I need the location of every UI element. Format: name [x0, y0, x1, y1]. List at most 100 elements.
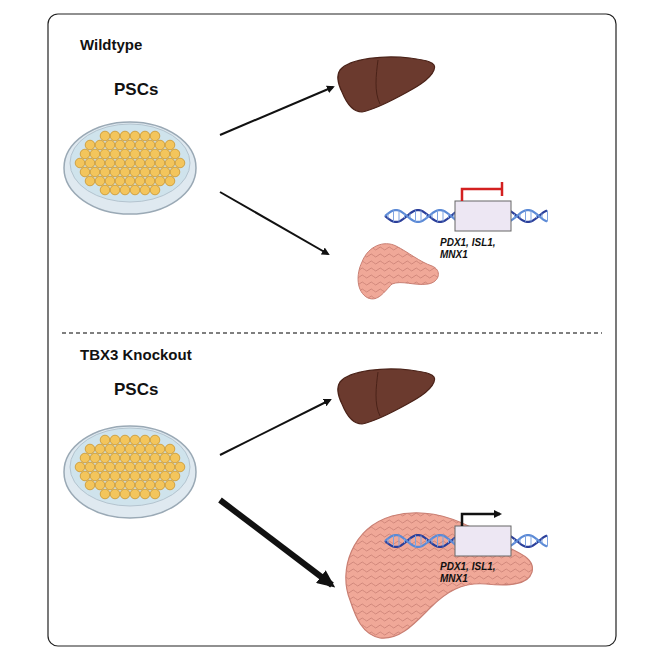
cell — [160, 167, 170, 177]
cell — [165, 462, 175, 472]
cell — [170, 149, 180, 159]
cell — [80, 149, 90, 159]
activation-arrow — [462, 514, 500, 526]
cell — [95, 462, 105, 472]
cell — [100, 131, 110, 141]
cell — [130, 149, 140, 159]
base-pair — [531, 536, 532, 547]
cell — [105, 158, 115, 168]
base-pair — [437, 535, 438, 546]
base-pair — [388, 214, 389, 219]
cell — [105, 140, 115, 150]
cell — [95, 176, 105, 186]
panel-title: TBX3 Knockout — [80, 346, 192, 363]
base-pair — [432, 538, 433, 543]
cell — [165, 480, 175, 490]
base-pair — [547, 210, 548, 221]
cell — [105, 176, 115, 186]
base-pair — [525, 535, 526, 546]
cell — [115, 480, 125, 490]
cell — [105, 444, 115, 454]
cell — [170, 167, 180, 177]
base-pair — [393, 535, 394, 546]
base-pair — [547, 535, 548, 546]
cell — [110, 453, 120, 463]
cell — [175, 462, 185, 472]
petri-dish — [64, 426, 196, 518]
cell — [170, 453, 180, 463]
cell — [100, 435, 110, 445]
base-pair — [415, 210, 416, 221]
base-pair — [448, 539, 449, 543]
pancreas — [358, 244, 438, 299]
liver — [338, 57, 435, 112]
cell — [130, 435, 140, 445]
cell — [125, 462, 135, 472]
cell — [145, 444, 155, 454]
cell — [145, 158, 155, 168]
cell — [140, 185, 150, 195]
cell — [115, 176, 125, 186]
base-pair — [443, 536, 444, 547]
cell — [140, 489, 150, 499]
cell — [135, 158, 145, 168]
arrow — [220, 400, 330, 455]
cell — [90, 167, 100, 177]
base-pair — [514, 214, 515, 218]
cell — [95, 480, 105, 490]
cell — [125, 158, 135, 168]
cell — [125, 176, 135, 186]
cell — [110, 435, 120, 445]
base-pair — [531, 211, 532, 222]
cell — [115, 462, 125, 472]
cell — [140, 131, 150, 141]
cell — [120, 167, 130, 177]
cell — [175, 158, 185, 168]
cell — [155, 158, 165, 168]
base-pair — [520, 213, 521, 218]
cell — [85, 176, 95, 186]
cell — [155, 444, 165, 454]
cell — [110, 131, 120, 141]
panel-title: Wildtype — [80, 36, 142, 53]
cell — [155, 462, 165, 472]
base-pair — [426, 214, 427, 218]
base-pair — [443, 211, 444, 222]
gene-box — [455, 526, 511, 556]
base-pair — [399, 536, 400, 547]
cell — [130, 185, 140, 195]
cell — [160, 471, 170, 481]
gene-box — [455, 201, 511, 231]
cell — [130, 167, 140, 177]
cell — [120, 131, 130, 141]
arrow — [220, 192, 328, 254]
cell — [85, 462, 95, 472]
cell — [135, 480, 145, 490]
base-pair — [454, 538, 455, 543]
base-pair — [415, 535, 416, 546]
cell — [120, 453, 130, 463]
cell — [100, 453, 110, 463]
base-pair — [388, 539, 389, 544]
cell — [100, 489, 110, 499]
base-pair — [421, 211, 422, 222]
cell — [95, 140, 105, 150]
cell — [85, 480, 95, 490]
cell — [80, 167, 90, 177]
cell — [140, 453, 150, 463]
cell — [120, 489, 130, 499]
cell — [90, 471, 100, 481]
divider — [62, 332, 602, 333]
base-pair — [399, 211, 400, 222]
cell — [100, 149, 110, 159]
cell — [130, 471, 140, 481]
cell — [115, 158, 125, 168]
base-pair — [536, 214, 537, 218]
cell — [90, 149, 100, 159]
cell — [150, 453, 160, 463]
cell — [155, 140, 165, 150]
cell — [85, 444, 95, 454]
cell — [110, 167, 120, 177]
cell — [150, 167, 160, 177]
cell — [95, 444, 105, 454]
